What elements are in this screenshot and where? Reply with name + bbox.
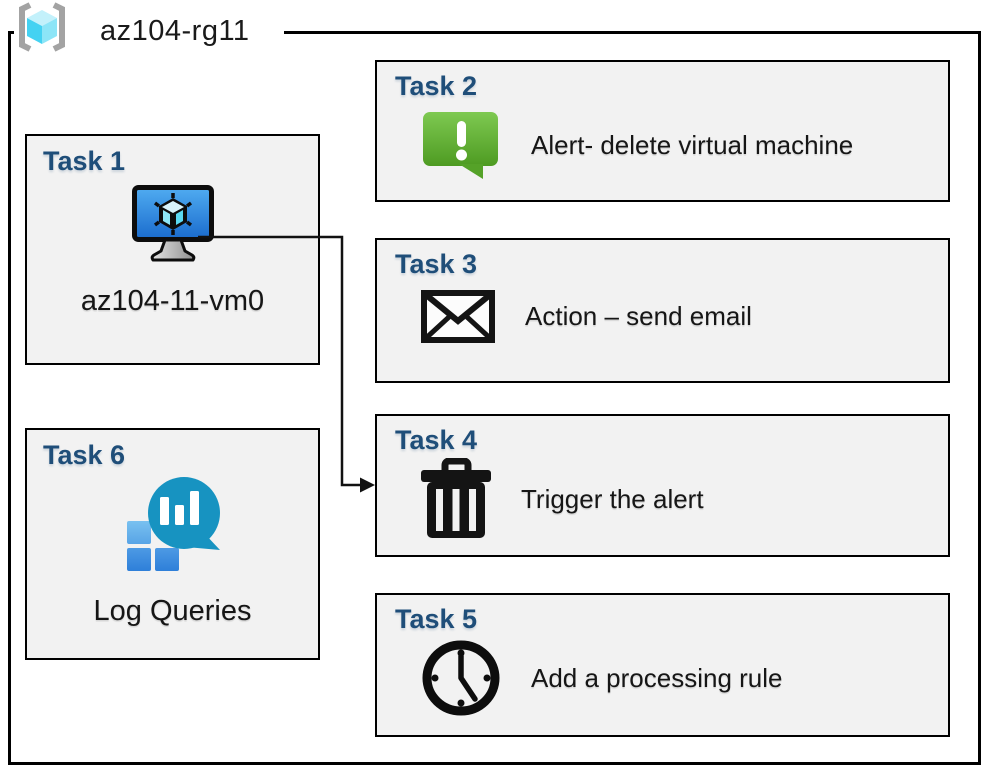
task6-title: Task 6	[43, 440, 126, 470]
task2-title: Task 2	[395, 71, 478, 101]
trash-slots	[436, 489, 476, 531]
clock-icon	[422, 640, 500, 716]
task4-label: Trigger the alert	[521, 483, 704, 514]
task6-label: Log Queries	[93, 595, 252, 627]
virtual-machine-icon	[131, 185, 214, 262]
task3-box: Task 3 Action – send email	[375, 238, 950, 383]
task1-box: Task 1	[25, 134, 320, 365]
task5-box: Task 5 Add a processing rule	[375, 593, 950, 737]
log-bars-glyph	[159, 491, 199, 525]
email-envelope-icon	[421, 290, 495, 343]
trash-icon	[421, 458, 491, 538]
vm-cube-glyph	[153, 193, 192, 235]
header-border-mask	[14, 26, 284, 40]
task3-label: Action – send email	[525, 301, 752, 331]
resource-group-title: az104-rg11	[100, 15, 250, 47]
task2-label: Alert- delete virtual machine	[531, 129, 854, 160]
task5-label: Add a processing rule	[531, 662, 783, 693]
task4-box: Task 4 Trigger the alert	[375, 414, 950, 557]
task5-title: Task 5	[395, 604, 478, 634]
task4-title: Task 4	[395, 425, 478, 455]
task1-label: az104-11-vm0	[80, 285, 265, 317]
task2-box: Task 2 Alert- delete virtual machine	[375, 60, 950, 202]
log-analytics-icon	[126, 477, 220, 571]
task6-box: Task 6 Lo	[25, 428, 320, 660]
alert-message-icon	[423, 112, 498, 179]
task3-title: Task 3	[395, 249, 478, 279]
resource-group-icon	[19, 2, 65, 52]
task1-title: Task 1	[43, 146, 126, 176]
